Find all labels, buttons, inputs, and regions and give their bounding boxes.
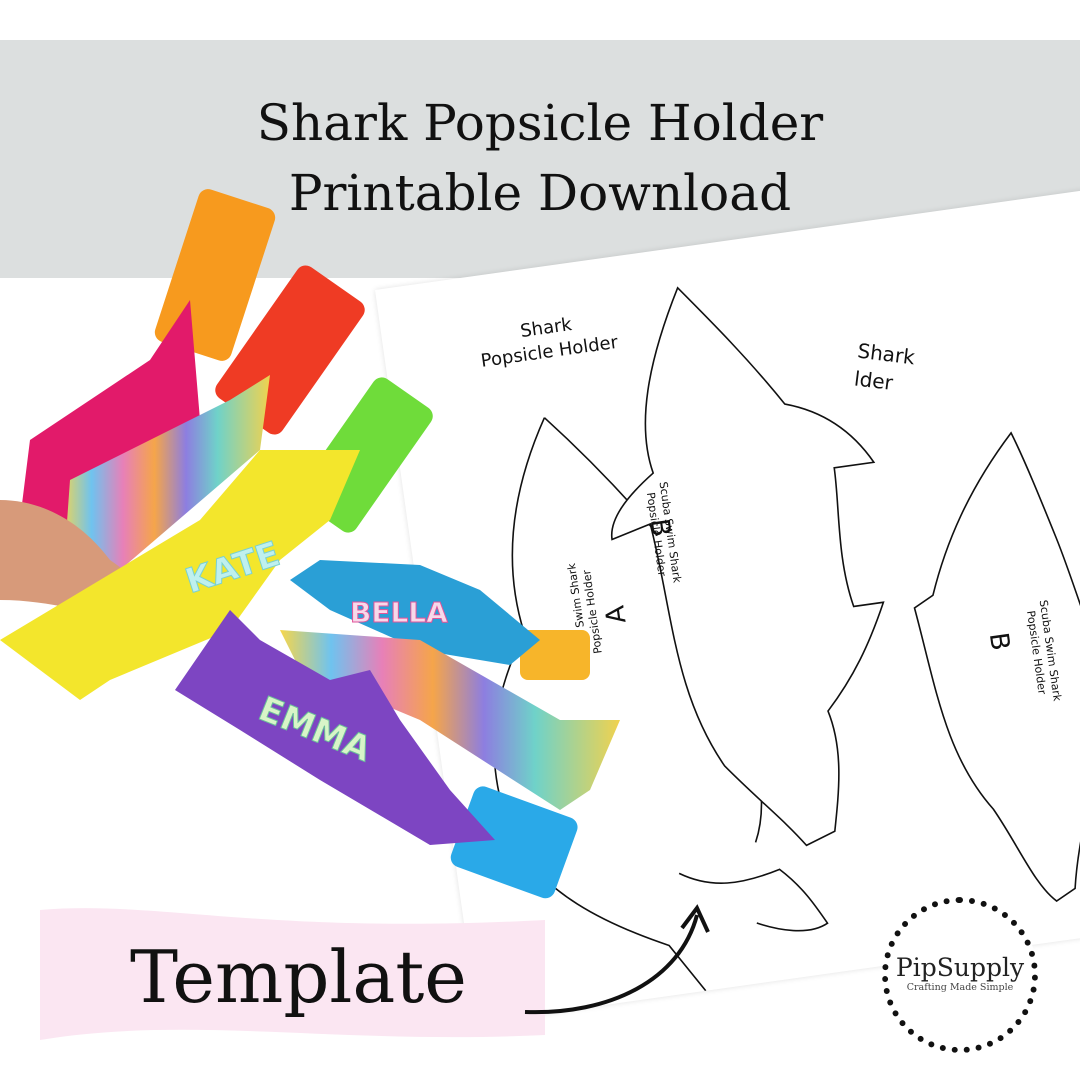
holder-purple <box>175 610 495 845</box>
holder-name-bella: BELLA <box>350 596 448 629</box>
logo-tagline: Crafting Made Simple <box>906 982 1014 993</box>
popsicle-blue <box>450 786 578 899</box>
template-ribbon <box>40 908 545 1040</box>
shark-piece-b <box>610 286 885 847</box>
shark-tail-outline <box>678 868 829 932</box>
holder-yellow <box>0 450 360 700</box>
holder-blue <box>290 560 540 665</box>
pipsupply-logo: PipSupply Crafting Made Simple <box>882 897 1038 1053</box>
logo-brand: PipSupply <box>895 953 1025 982</box>
holder-striped <box>60 375 270 620</box>
shark-outlines <box>493 286 1080 992</box>
title-line-1: Shark Popsicle Holder <box>256 94 824 152</box>
shark-piece-b2 <box>913 431 1080 903</box>
page-title: Shark Popsicle Holder Printable Download <box>0 88 1080 228</box>
template-sheet: Shark Popsicle Holder Shark lder Scuba S… <box>375 187 1080 1023</box>
title-line-2: Printable Download <box>288 164 792 222</box>
template-label: Template <box>130 935 467 1019</box>
popsicle-yellow <box>520 630 590 680</box>
